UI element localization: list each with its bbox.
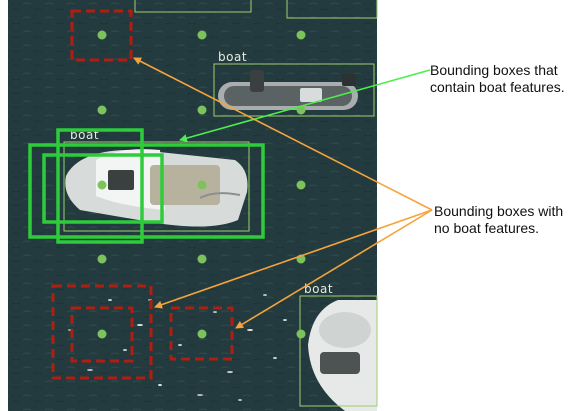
anchor-dot	[296, 180, 306, 190]
detection-box	[63, 141, 250, 232]
negative-boxes-caption: Bounding boxes with no boat features.	[434, 203, 564, 236]
partial-yacht-icon	[308, 300, 377, 411]
anchor-dot	[197, 254, 207, 264]
negative-box	[169, 306, 234, 361]
positive-boxes-caption: Bounding boxes that contain boat feature…	[430, 62, 565, 95]
anchor-dot	[97, 329, 107, 339]
anchor-dot	[97, 30, 107, 40]
positive-anchor-boxes	[28, 128, 265, 244]
anchor-dot	[296, 30, 306, 40]
anchor-dot	[97, 254, 107, 264]
anchor-dot	[296, 329, 306, 339]
anchor-dot	[197, 105, 207, 115]
detection-label: boat	[218, 50, 247, 64]
positive-box	[28, 143, 265, 239]
anchor-dot	[296, 105, 306, 115]
detection-box	[299, 295, 378, 407]
detection-box	[213, 63, 375, 117]
motor-yacht-icon	[65, 149, 248, 227]
anchor-dot	[97, 180, 107, 190]
arrow-to-negative-box	[235, 209, 433, 329]
detection-label: boat	[304, 282, 333, 296]
negative-anchor-boxes	[51, 9, 234, 380]
positive-box	[56, 128, 144, 244]
anchor-dot	[197, 180, 207, 190]
negative-box	[70, 9, 133, 62]
positive-box	[42, 153, 164, 224]
detection-box	[134, 0, 252, 13]
anchor-grid	[97, 30, 306, 339]
detection-box	[286, 0, 378, 19]
arrow-to-positive-box	[179, 69, 431, 142]
anchor-dot	[97, 105, 107, 115]
anchor-dot	[197, 329, 207, 339]
negative-box	[51, 284, 153, 380]
negative-box	[70, 306, 134, 363]
arrow-to-negative-box	[133, 57, 433, 211]
arrow-to-negative-box	[154, 209, 433, 309]
anchor-dot	[197, 30, 207, 40]
